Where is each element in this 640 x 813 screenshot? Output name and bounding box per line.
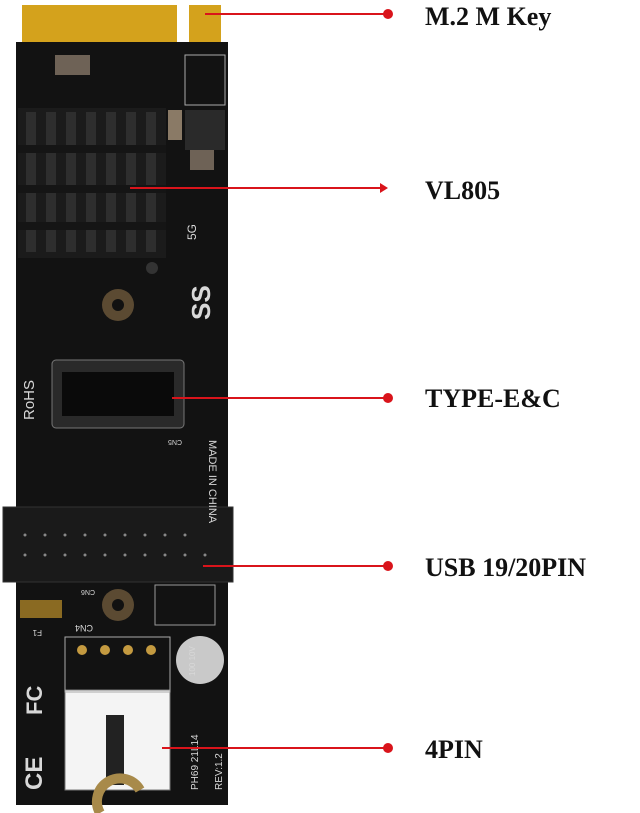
silk-5g: 5G (185, 224, 199, 240)
silk-made-in: MADE IN CHINA (206, 440, 218, 524)
capacitor (168, 110, 182, 140)
callout-usb-19-20pin: USB 19/20PIN (425, 553, 587, 582)
electrolytic-capacitor (176, 636, 224, 684)
callout-type-e-c: TYPE-E&C (425, 384, 561, 413)
silk-ss: SS (186, 285, 216, 320)
callout-m2-m-key: M.2 M Key (425, 2, 552, 31)
silk-rohs: RoHS (21, 380, 38, 420)
silk-rev: REV:1.2 (214, 753, 225, 790)
inductor (185, 110, 225, 150)
callout-lines (130, 9, 393, 753)
usb-header-connector (2, 506, 234, 583)
gold-fingers (22, 5, 221, 42)
fcc-logo: FC (22, 686, 47, 715)
silk-f1: F1 (32, 628, 42, 637)
silk-cn5: CN5 (168, 438, 182, 445)
vl805-heatsink (18, 108, 166, 258)
silk-cap: 100 10V (188, 646, 197, 676)
callout-4pin: 4PIN (425, 735, 483, 764)
callout-vl805: VL805 (425, 176, 501, 205)
silk-cn6: CN6 (81, 588, 95, 595)
silk-model: PH69 21L14 (190, 734, 201, 790)
silk-cn4: CN4 (75, 623, 93, 633)
ce-logo: CE (21, 757, 48, 790)
